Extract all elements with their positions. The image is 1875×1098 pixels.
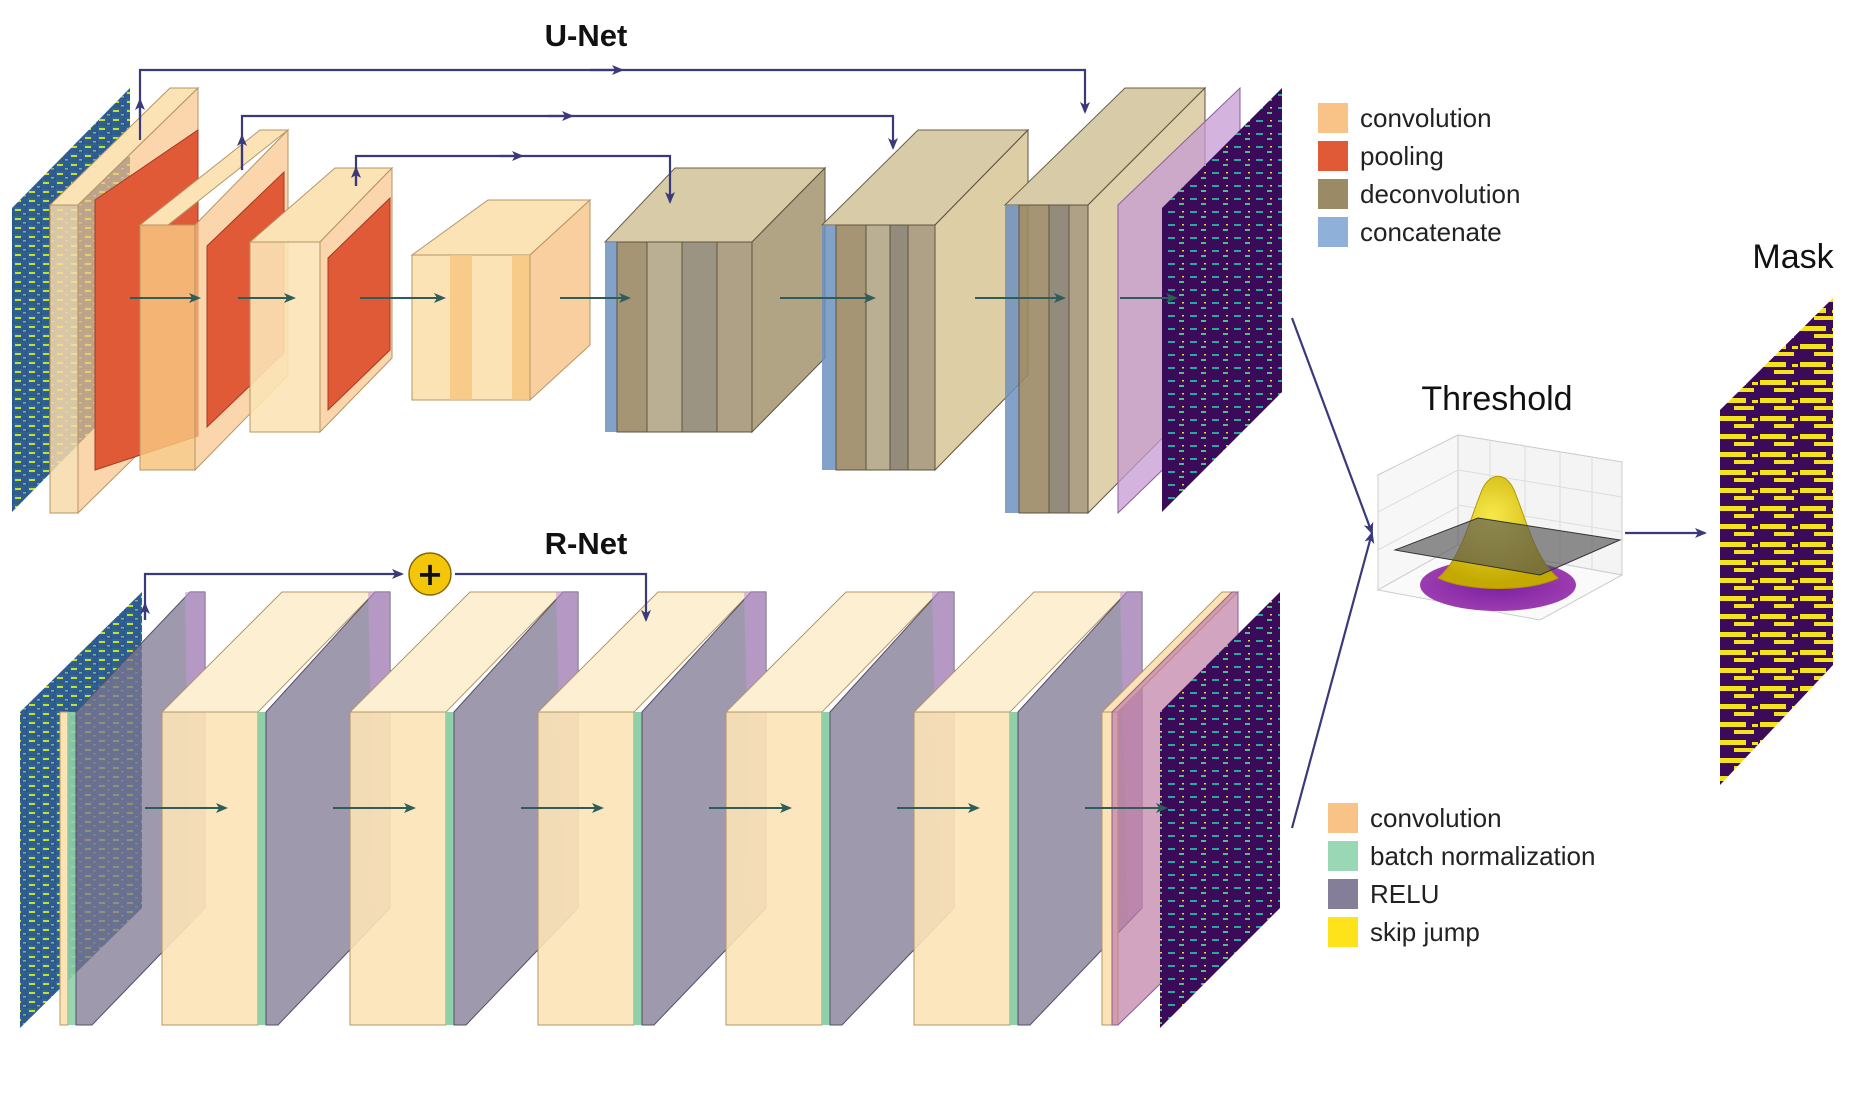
legend-swatch-concatenate [1318, 217, 1348, 247]
merge-arrows [1290, 317, 1707, 829]
skip-add-symbol: + [417, 555, 444, 593]
unet-network [12, 65, 1282, 515]
rnet-title: R-Net [545, 526, 628, 561]
unet-conv-block-3 [248, 166, 394, 434]
legend-label-skip-jump: skip jump [1370, 917, 1480, 947]
legend-swatch-convolution [1328, 803, 1358, 833]
mask-title: Mask [1752, 238, 1834, 276]
mask-output-map [1720, 298, 1833, 785]
unet-legend: convolution pooling deconvolution concat… [1318, 103, 1520, 247]
legend-label-convolution: convolution [1360, 103, 1492, 133]
legend-label-pooling: pooling [1360, 141, 1444, 171]
rnet-skip-jump: + [140, 552, 651, 622]
legend-label-concatenate: concatenate [1360, 217, 1502, 247]
legend-swatch-pooling [1318, 141, 1348, 171]
legend-label-deconvolution: deconvolution [1360, 179, 1520, 209]
legend-label-convolution: convolution [1370, 803, 1502, 833]
legend-swatch-deconvolution [1318, 179, 1348, 209]
legend-label-batch-normalization: batch normalization [1370, 841, 1595, 871]
unet-output-map [1162, 88, 1282, 512]
legend-swatch-batch-normalization [1328, 841, 1358, 871]
rnet-legend: convolution batch normalization RELU ski… [1328, 803, 1595, 947]
threshold-title: Threshold [1421, 380, 1572, 418]
unet-title: U-Net [545, 18, 628, 53]
unet-deconv-block-2 [820, 128, 1030, 472]
rnet-network: + [20, 552, 1280, 1028]
skip-add-icon [408, 552, 452, 596]
unet-skip-connections [135, 65, 1090, 204]
threshold-3d-plot [1376, 434, 1624, 621]
unet-bottleneck [410, 198, 592, 402]
legend-swatch-skip-jump [1328, 917, 1358, 947]
rnet-output-map [1160, 592, 1280, 1028]
legend-swatch-relu [1328, 879, 1358, 909]
legend-swatch-convolution [1318, 103, 1348, 133]
legend-label-relu: RELU [1370, 879, 1439, 909]
unet-deconv-block-1 [603, 166, 827, 434]
